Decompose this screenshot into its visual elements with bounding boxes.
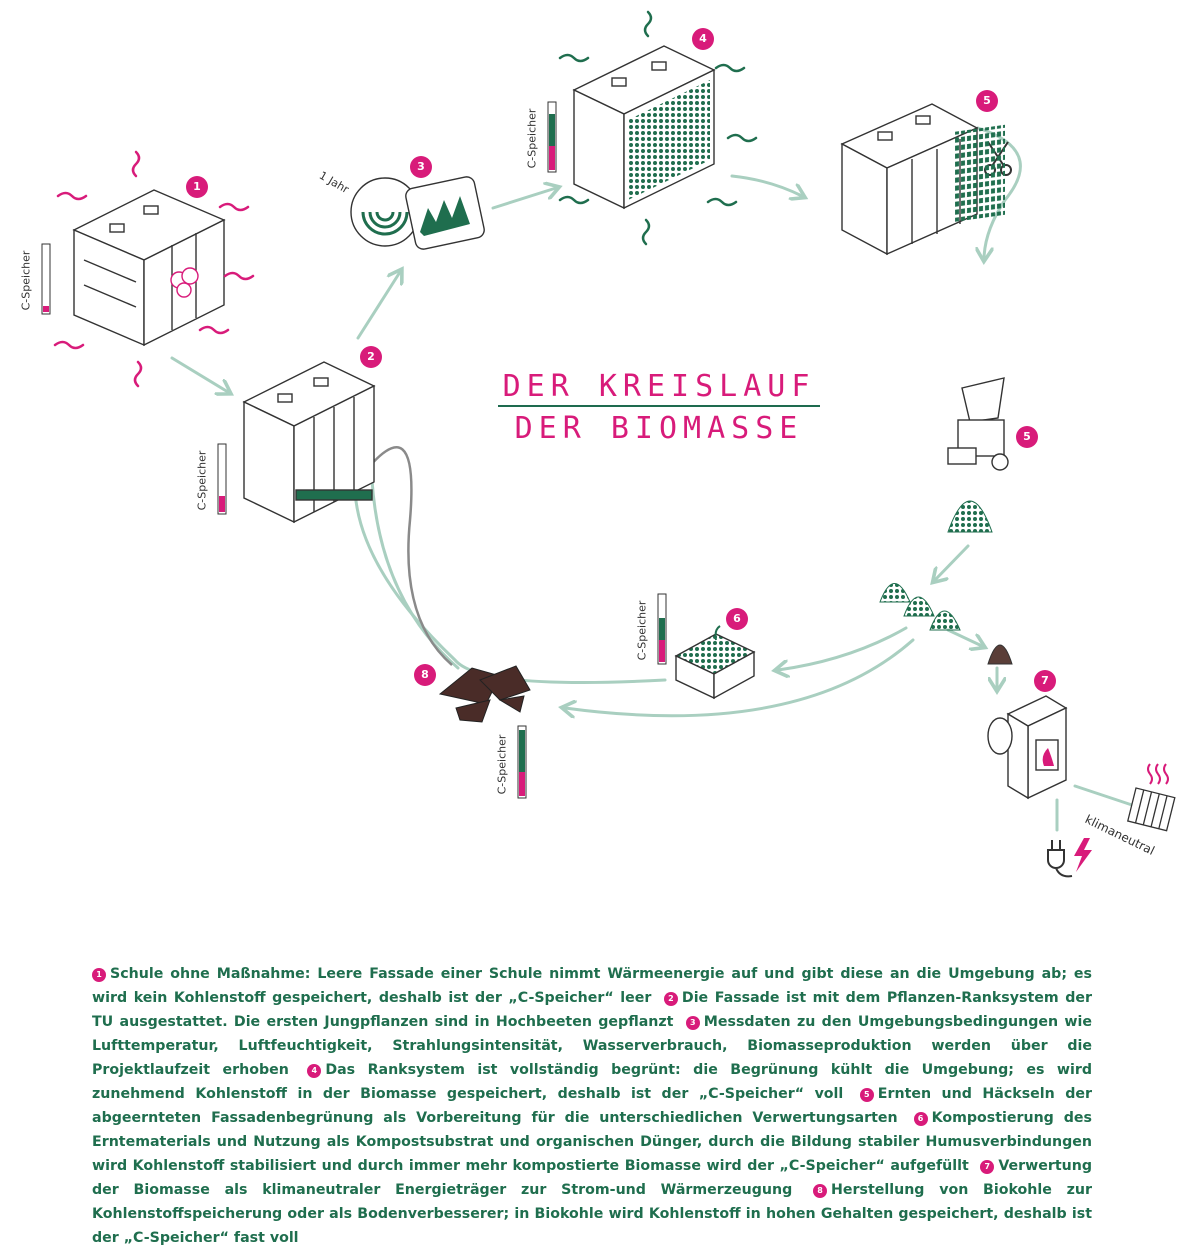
arrow-5-to-harvest	[978, 126, 1022, 258]
wood-chips-pile	[947, 500, 993, 533]
speicher-label-6: C-Speicher	[635, 600, 649, 661]
chips-pile-b	[903, 596, 935, 617]
arrow-chips-down	[935, 544, 970, 580]
speicher-label-4: C-Speicher	[525, 108, 539, 169]
heat-waves-1	[53, 150, 255, 388]
caption-num-7: 7	[980, 1160, 995, 1174]
cycle-arrows	[170, 126, 1137, 832]
return-loop	[359, 446, 453, 666]
school-building-planted	[242, 361, 376, 524]
speicher-gauge-4	[547, 101, 557, 173]
step-badge-7: 7	[1034, 670, 1056, 692]
caption-step-7: Verwertung der Biomasse als klimaneutral…	[92, 1158, 1092, 1198]
title-line-1: DER KREISLAUF	[502, 369, 816, 404]
speicher-gauge-8	[517, 725, 527, 799]
step-badge-5b: 5	[1016, 426, 1038, 448]
biomass-cycle-diagram	[41, 10, 1176, 878]
compost-box	[674, 625, 756, 700]
caption-num-1: 1	[92, 968, 106, 982]
radiator-icon	[1126, 763, 1176, 832]
step-badge-1: 1	[186, 176, 208, 198]
caption-num-2: 2	[663, 992, 678, 1006]
arrow-4-to-5	[730, 174, 802, 196]
pellets-pile	[987, 644, 1013, 665]
caption-step-2: Die Fassade ist mit dem Pflanzen-Ranksys…	[92, 990, 1092, 1030]
electricity-icon	[1047, 838, 1092, 878]
step-badge-6: 6	[726, 608, 748, 630]
arrow-compost-return	[353, 473, 667, 684]
caption-num-3: 3	[685, 1016, 700, 1030]
arrow-char-return	[370, 478, 460, 670]
measurement-tablet	[350, 176, 485, 250]
caption-num-4: 4	[307, 1064, 322, 1078]
speicher-label-8: C-Speicher	[495, 734, 509, 795]
biomass-boiler	[987, 695, 1068, 800]
school-building-empty	[72, 189, 226, 347]
caption-step-3: Messdaten zu den Umgebungsbedingungen wi…	[92, 1014, 1092, 1078]
caption-step-5: Ernten und Häckseln der abgeernteten Fas…	[92, 1086, 1092, 1126]
step-badge-5a: 5	[976, 90, 998, 112]
chips-pile-a	[879, 583, 911, 603]
energy-line-side	[1073, 784, 1137, 808]
caption-step-1: Schule ohne Maßnahme: Leere Fassade eine…	[92, 966, 1092, 1006]
arrow-2-to-3	[356, 272, 400, 340]
caption-num-6: 6	[913, 1112, 928, 1126]
chips-pile-c	[929, 610, 961, 631]
step-badge-8: 8	[414, 664, 436, 686]
diagram-title: DER KREISLAUF DER BIOMASSE	[498, 366, 820, 450]
school-building-green	[572, 45, 716, 210]
speicher-gauge-6	[657, 593, 667, 665]
caption-step-6: Kompostierung des Erntematerials und Nut…	[92, 1110, 1092, 1174]
arrow-to-biochar	[565, 638, 915, 716]
speicher-label-1: C-Speicher	[19, 250, 33, 311]
title-line-2: DER BIOMASSE	[514, 411, 804, 446]
cool-waves-4	[558, 10, 758, 246]
shredder-machine	[947, 377, 1009, 471]
caption-num-8: 8	[813, 1184, 828, 1198]
step-badge-4: 4	[692, 28, 714, 50]
step-badge-2: 2	[360, 346, 382, 368]
arrow-1-to-2	[170, 356, 228, 392]
speicher-gauge-2	[217, 443, 227, 515]
speicher-gauge-1	[41, 243, 51, 315]
caption-num-5: 5	[859, 1088, 874, 1102]
caption-step-4: Das Ranksystem ist vollständig begrünt: …	[92, 1062, 1092, 1102]
arrow-to-pellets	[946, 628, 982, 646]
arrow-3-to-4	[491, 188, 556, 210]
arrow-to-compost	[778, 626, 908, 670]
speicher-label-2: C-Speicher	[195, 450, 209, 511]
biochar-pile	[438, 665, 531, 723]
harvested-plants	[955, 124, 1005, 222]
step-badge-3: 3	[410, 156, 432, 178]
title-divider	[498, 405, 820, 407]
